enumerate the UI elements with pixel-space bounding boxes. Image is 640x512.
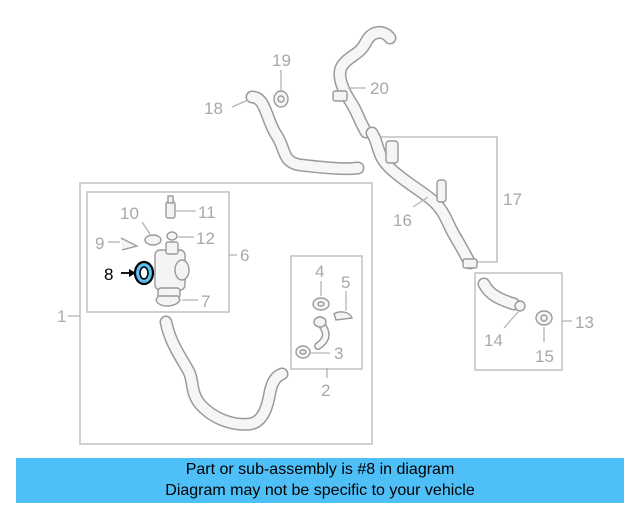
callout-6: 6 [240, 246, 249, 265]
clip-9 [120, 237, 139, 251]
banner-line-2: Diagram may not be specific to your vehi… [165, 482, 475, 499]
callout-4: 4 [315, 262, 324, 281]
hose-20 [333, 26, 397, 139]
seal-12 [166, 231, 178, 241]
callout-3: 3 [334, 344, 343, 363]
clamp-19 [273, 90, 289, 108]
callout-13: 13 [575, 313, 594, 332]
bracket-16 [385, 140, 399, 164]
callout-18: 18 [204, 99, 223, 118]
callout-16: 16 [393, 211, 412, 230]
part-8-inner [139, 266, 149, 280]
clamp-20 [332, 90, 348, 102]
callout-2: 2 [321, 381, 330, 400]
sensor-11 [165, 195, 176, 219]
clamp-7 [155, 295, 181, 307]
bracket-16b [436, 179, 447, 203]
leader-8 [121, 269, 136, 277]
callout-9: 9 [95, 234, 104, 253]
leader-16 [412, 196, 429, 208]
callout-8: 8 [104, 265, 113, 284]
clamp-3 [295, 345, 311, 359]
gasket-10 [144, 234, 162, 246]
hose-13 [477, 277, 521, 311]
info-banner: Part or sub-assembly is #8 in diagram Di… [16, 458, 624, 503]
gasket-4 [312, 297, 330, 311]
callout-11: 11 [198, 203, 216, 222]
clamp-17 [462, 258, 478, 269]
leader-14 [503, 311, 519, 329]
connector-15 [535, 310, 553, 326]
banner-line-1: Part or sub-assembly is #8 in diagram [185, 461, 455, 478]
callout-20: 20 [370, 79, 389, 98]
callout-17: 17 [503, 190, 522, 209]
callout-19: 19 [272, 51, 291, 70]
leader-18 [231, 99, 249, 108]
callout-10: 10 [120, 204, 139, 223]
callout-12: 12 [196, 229, 215, 248]
clamp-14 [514, 300, 526, 312]
callout-14: 14 [484, 331, 503, 350]
thermostat-housing [154, 241, 190, 299]
callout-1: 1 [57, 307, 66, 326]
assembly-box-6 [86, 191, 230, 313]
pipe-16 [365, 126, 477, 270]
callout-15: 15 [535, 347, 554, 366]
hose-1 [159, 315, 289, 431]
part-8-oring [133, 260, 155, 286]
callout-7: 7 [201, 292, 210, 311]
callout-5: 5 [341, 273, 350, 292]
clip-5 [333, 311, 353, 321]
leader-10 [141, 221, 151, 235]
assembly-box-1 [79, 182, 373, 445]
bracket-17 [380, 136, 498, 263]
fitting-2 [313, 316, 330, 350]
hose-18 [245, 90, 365, 176]
